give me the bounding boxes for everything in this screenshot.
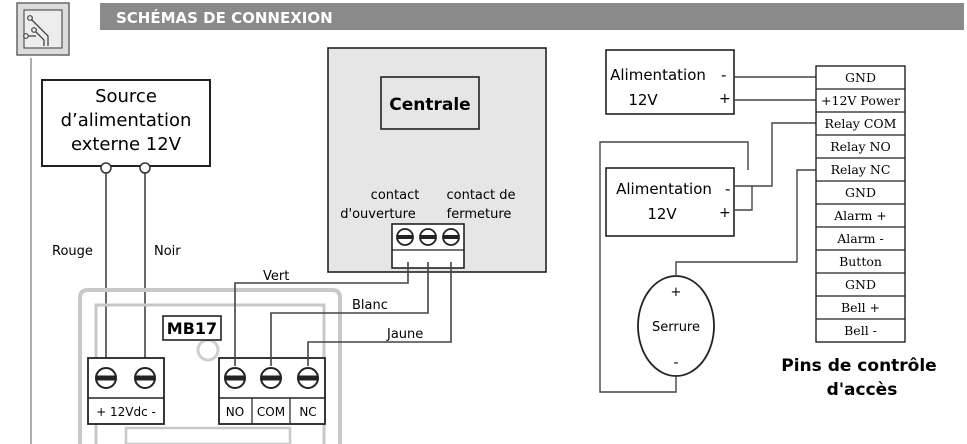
centrale-title: Centrale	[389, 95, 470, 115]
supply-bottom-line1: Alimentation	[616, 180, 712, 198]
pin-label: Bell -	[844, 323, 877, 338]
device-relay-terminal: NO COM NC	[218, 357, 326, 425]
pins-caption-line2: d'accès	[827, 380, 898, 400]
wire-terminal-dot	[139, 162, 151, 174]
screw-icon	[95, 367, 117, 389]
screw-icon	[297, 367, 319, 389]
supply-bottom-plus: +	[719, 205, 731, 221]
supply-top-line2: 12V	[628, 91, 658, 109]
header-bar	[100, 3, 964, 30]
supply-top-line1: Alimentation	[610, 66, 706, 84]
power-source-line1: Source	[95, 86, 157, 107]
pin-label: Relay COM	[825, 116, 897, 131]
screw-icon	[260, 367, 282, 389]
close-contact-line1: contact de	[446, 188, 515, 203]
pin-label: Relay NO	[830, 139, 890, 154]
header-title: SCHÉMAS DE CONNEXION	[116, 8, 333, 27]
wire-label-yellow: Jaune	[386, 327, 423, 342]
white-wire	[270, 262, 429, 366]
wire-label-red: Rouge	[52, 244, 93, 259]
screw-icon	[224, 367, 246, 389]
circuit-icon	[16, 2, 70, 56]
centrale-panel: Centrale contact d'ouverture contact de …	[327, 47, 547, 273]
pin-label: Alarm -	[836, 231, 884, 246]
wire-terminal-dot	[100, 162, 112, 174]
terminal-label-no: NO	[226, 405, 244, 419]
power-terminal-label: + 12Vdc -	[96, 405, 156, 419]
lock-plus: +	[671, 285, 682, 300]
screw-icon	[419, 228, 437, 246]
lock-label: Serrure	[652, 320, 700, 335]
lock-minus: -	[673, 355, 678, 371]
green-wire	[234, 262, 409, 366]
device-name: MB17	[167, 319, 217, 338]
pins-caption-line1: Pins de contrôle	[781, 356, 936, 376]
pin-label: +12V Power	[821, 93, 900, 108]
yellow-wire	[307, 262, 452, 366]
screw-icon	[134, 367, 156, 389]
device-power-terminal: + 12Vdc -	[87, 357, 165, 425]
supply-top-plus: +	[719, 91, 731, 107]
terminal-label-com: COM	[257, 405, 285, 419]
power-supply-top: Alimentation 12V - +	[605, 49, 735, 115]
lock-serrure: Serrure + -	[637, 275, 715, 377]
power-supply-bottom: Alimentation 12V - +	[605, 167, 735, 237]
pin-label: GND	[845, 70, 876, 85]
terminal-label-nc: NC	[299, 405, 316, 419]
pin-label: Relay NC	[831, 162, 891, 177]
screw-icon	[396, 228, 414, 246]
power-source-line2: d’alimentation	[61, 110, 192, 131]
supply-bottom-minus: -	[725, 180, 730, 198]
wire-label-black: Noir	[154, 244, 181, 259]
open-contact-line2: d'ouverture	[340, 207, 415, 222]
close-contact-line2: fermeture	[447, 207, 512, 222]
wire-label-white: Blanc	[352, 298, 388, 313]
pin-label: Alarm +	[833, 208, 887, 223]
screw-icon	[442, 228, 460, 246]
wire-label-green: Vert	[263, 269, 289, 284]
pin-label: GND	[845, 185, 876, 200]
pin-label: Bell +	[841, 300, 880, 315]
power-source-line3: externe 12V	[71, 134, 182, 155]
supply-top-minus: -	[721, 66, 726, 84]
right-wiring	[599, 76, 816, 393]
open-contact-line1: contact	[371, 188, 420, 203]
pin-label: GND	[845, 277, 876, 292]
power-source-box: Source d’alimentation externe 12V	[41, 79, 211, 167]
supply-bottom-line2: 12V	[647, 205, 677, 223]
pin-label: Button	[839, 254, 882, 269]
